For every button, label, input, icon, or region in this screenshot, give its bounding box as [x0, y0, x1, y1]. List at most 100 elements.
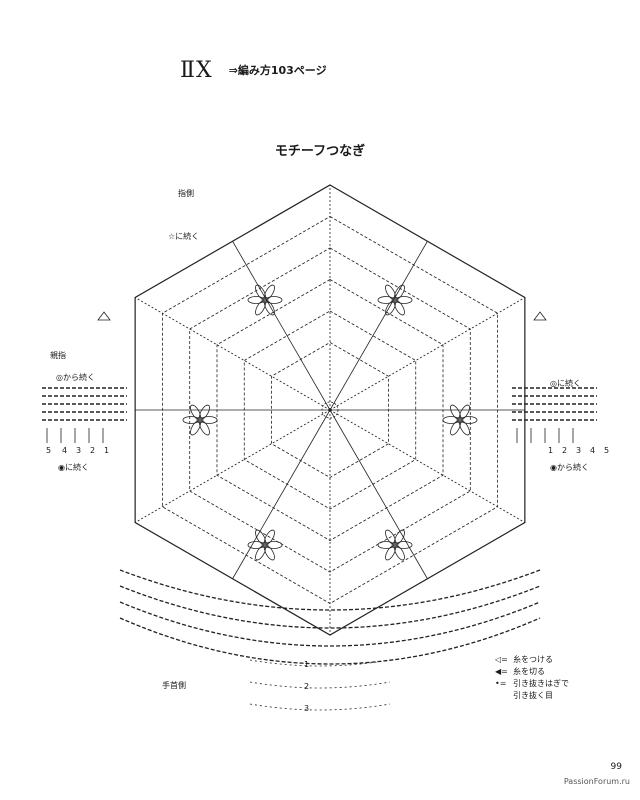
row-number: 5 — [46, 446, 52, 455]
legend-item-cut: ◀= 糸を切る — [495, 666, 569, 678]
row-number: 2 — [562, 446, 568, 455]
flower-petal — [264, 300, 275, 316]
dot-continue-left-label: ◉に続く — [58, 463, 89, 472]
flower-center — [456, 416, 464, 424]
flower-petal — [395, 296, 413, 304]
thumb-label: 親指 — [50, 351, 66, 360]
row-number: 1 — [104, 446, 110, 455]
flower-petal — [182, 416, 200, 424]
flower-petal — [247, 296, 265, 304]
legend-text: 糸を切る — [513, 667, 545, 676]
flower-petal — [450, 420, 461, 436]
spoke-line — [134, 409, 331, 523]
flower-petal — [385, 529, 396, 545]
flower-petal — [442, 416, 460, 424]
flower-petal — [264, 545, 275, 561]
spoke-line — [329, 297, 526, 411]
triangle-marker — [97, 311, 111, 321]
row-number: 1 — [304, 660, 310, 669]
inner-hexagon-round — [216, 279, 444, 541]
row-number: 3 — [576, 446, 582, 455]
flower-petal — [394, 300, 405, 316]
wrist-edge-row — [249, 659, 391, 667]
legend-symbol: ◁= — [495, 655, 508, 664]
flower-petal — [395, 541, 413, 549]
legend-text: 引き抜きはぎで — [513, 679, 569, 688]
flower-petal — [459, 404, 470, 420]
legend-item-slip: •= 引き抜きはぎで — [495, 678, 569, 690]
row-number: 2 — [304, 682, 310, 691]
dot-from-right-label: ◉から続く — [550, 463, 589, 472]
flower-petal — [190, 420, 201, 436]
star-continue-left-label: ☆に続く — [168, 232, 200, 241]
page-number: 99 — [610, 762, 622, 772]
row-number: 3 — [76, 446, 82, 455]
center-ring — [321, 401, 339, 419]
stitch-column — [329, 241, 428, 411]
stitch-column — [329, 409, 428, 579]
wrist-band-row — [119, 585, 541, 629]
pattern-title-mark: ⅡⅩ — [180, 57, 213, 83]
circle-continue-right-label: ◎に続く — [550, 379, 581, 388]
flower-petal — [450, 404, 461, 420]
wrist-edge-row — [249, 681, 391, 689]
triangle-marker — [533, 311, 547, 321]
row-number: 3 — [304, 704, 310, 713]
flower-petal — [377, 296, 395, 304]
legend-symbol: ◀= — [495, 667, 508, 676]
legend: ◁= 糸をつける ◀= 糸を切る •= 引き抜きはぎで 引き抜く目 — [495, 654, 569, 702]
wrist-edge-row — [249, 703, 391, 711]
flower-petal — [255, 529, 266, 545]
flower-center — [391, 541, 399, 549]
stitch-column — [232, 409, 331, 579]
flower-petal — [265, 541, 283, 549]
stitch-column — [232, 241, 331, 411]
spoke-line — [329, 409, 526, 523]
row-number: 2 — [90, 446, 96, 455]
flower-center — [261, 296, 269, 304]
flower-petal — [377, 541, 395, 549]
flower-petal — [255, 284, 266, 300]
flower-petal — [265, 296, 283, 304]
row-number: 1 — [548, 446, 554, 455]
inner-hexagon-round — [243, 310, 417, 510]
legend-symbol: •= — [495, 679, 507, 688]
row-number: 5 — [604, 446, 610, 455]
section-title: モチーフつなぎ — [274, 144, 366, 159]
flower-center — [391, 296, 399, 304]
page-reference: ⇒編み方103ページ — [228, 64, 327, 77]
pattern-header: ⅡⅩ ⇒編み方103ページ — [180, 48, 327, 92]
flower-petal — [394, 529, 405, 545]
legend-text: 引き抜く目 — [513, 691, 553, 700]
flower-petal — [255, 545, 266, 561]
flower-petal — [255, 300, 266, 316]
spoke-line — [134, 297, 331, 411]
flower-petal — [247, 541, 265, 549]
wrist-side-label: 手首側 — [162, 681, 186, 690]
finger-side-label: 指側 — [178, 189, 194, 198]
flower-center — [261, 541, 269, 549]
flower-petal — [385, 300, 396, 316]
flower-petal — [264, 529, 275, 545]
flower-petal — [394, 545, 405, 561]
flower-petal — [459, 420, 470, 436]
legend-item-attach: ◁= 糸をつける — [495, 654, 569, 666]
legend-text: 糸をつける — [513, 655, 553, 664]
legend-item-slip-cont: 引き抜く目 — [495, 690, 569, 702]
row-number: 4 — [62, 446, 68, 455]
flower-center — [196, 416, 204, 424]
flower-petal — [385, 545, 396, 561]
flower-petal — [199, 404, 210, 420]
circle-from-left-label: ◎から続く — [56, 373, 95, 382]
row-number: 4 — [590, 446, 596, 455]
flower-petal — [264, 284, 275, 300]
flower-petal — [460, 416, 478, 424]
flower-petal — [385, 284, 396, 300]
wrist-band-row — [119, 601, 541, 647]
watermark: PassionForum.ru — [563, 777, 630, 786]
flower-petal — [200, 416, 218, 424]
inner-hexagon-round — [271, 342, 389, 478]
flower-petal — [199, 420, 210, 436]
flower-petal — [394, 284, 405, 300]
